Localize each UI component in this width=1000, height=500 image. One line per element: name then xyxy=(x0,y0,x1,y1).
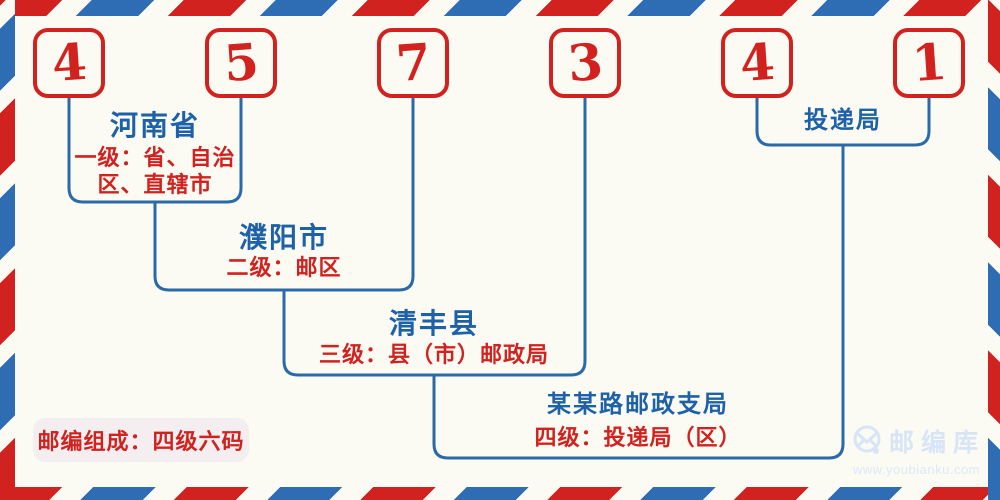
postal-digit-box-2: 5 xyxy=(205,28,277,98)
delivery-office-title: 投递局 xyxy=(804,107,882,134)
watermark-site-url[interactable]: www.youbianku.com xyxy=(853,462,980,477)
composition-badge-label: 邮编组成：四级六码 xyxy=(37,429,245,454)
postal-digit-box-5: 4 xyxy=(721,28,793,98)
postal-digit-box-1: 4 xyxy=(33,28,105,98)
postal-digit-box-6: 1 xyxy=(893,28,965,98)
bracket-level4 xyxy=(432,145,845,460)
level2-title: 濮阳市 xyxy=(238,222,330,253)
level4-title: 某某路邮政支局 xyxy=(547,391,729,418)
level3-subtitle: 三级：县（市）邮政局 xyxy=(318,342,550,367)
postal-digit: 7 xyxy=(393,31,433,94)
level2-subtitle: 二级：邮区 xyxy=(226,255,342,280)
postal-digit: 1 xyxy=(909,31,949,94)
airmail-border-top xyxy=(0,0,1000,16)
airmail-border-bottom xyxy=(0,487,1000,500)
site-watermark: 邮编库 www.youbianku.com xyxy=(853,423,983,477)
youbianku-logo-icon xyxy=(853,425,881,454)
postal-digit: 3 xyxy=(565,31,605,94)
postal-digit: 4 xyxy=(737,31,777,94)
postal-digit: 5 xyxy=(221,31,261,94)
level1-subtitle: 一级：省、自治区、直辖市 xyxy=(74,145,236,197)
bracket-delivery xyxy=(755,96,931,147)
level4-subtitle: 四级：投递局（区） xyxy=(534,425,742,450)
composition-badge: 邮编组成：四级六码 xyxy=(33,418,249,462)
postal-digit-box-4: 3 xyxy=(549,28,621,98)
level3-title: 清丰县 xyxy=(388,308,480,339)
airmail-border-right xyxy=(988,0,1000,500)
postal-digit-box-3: 7 xyxy=(377,28,449,98)
watermark-site-name: 邮编库 xyxy=(889,429,986,457)
postal-digit: 4 xyxy=(49,31,89,94)
level1-title: 河南省 xyxy=(109,110,201,141)
airmail-border-left xyxy=(0,0,15,500)
